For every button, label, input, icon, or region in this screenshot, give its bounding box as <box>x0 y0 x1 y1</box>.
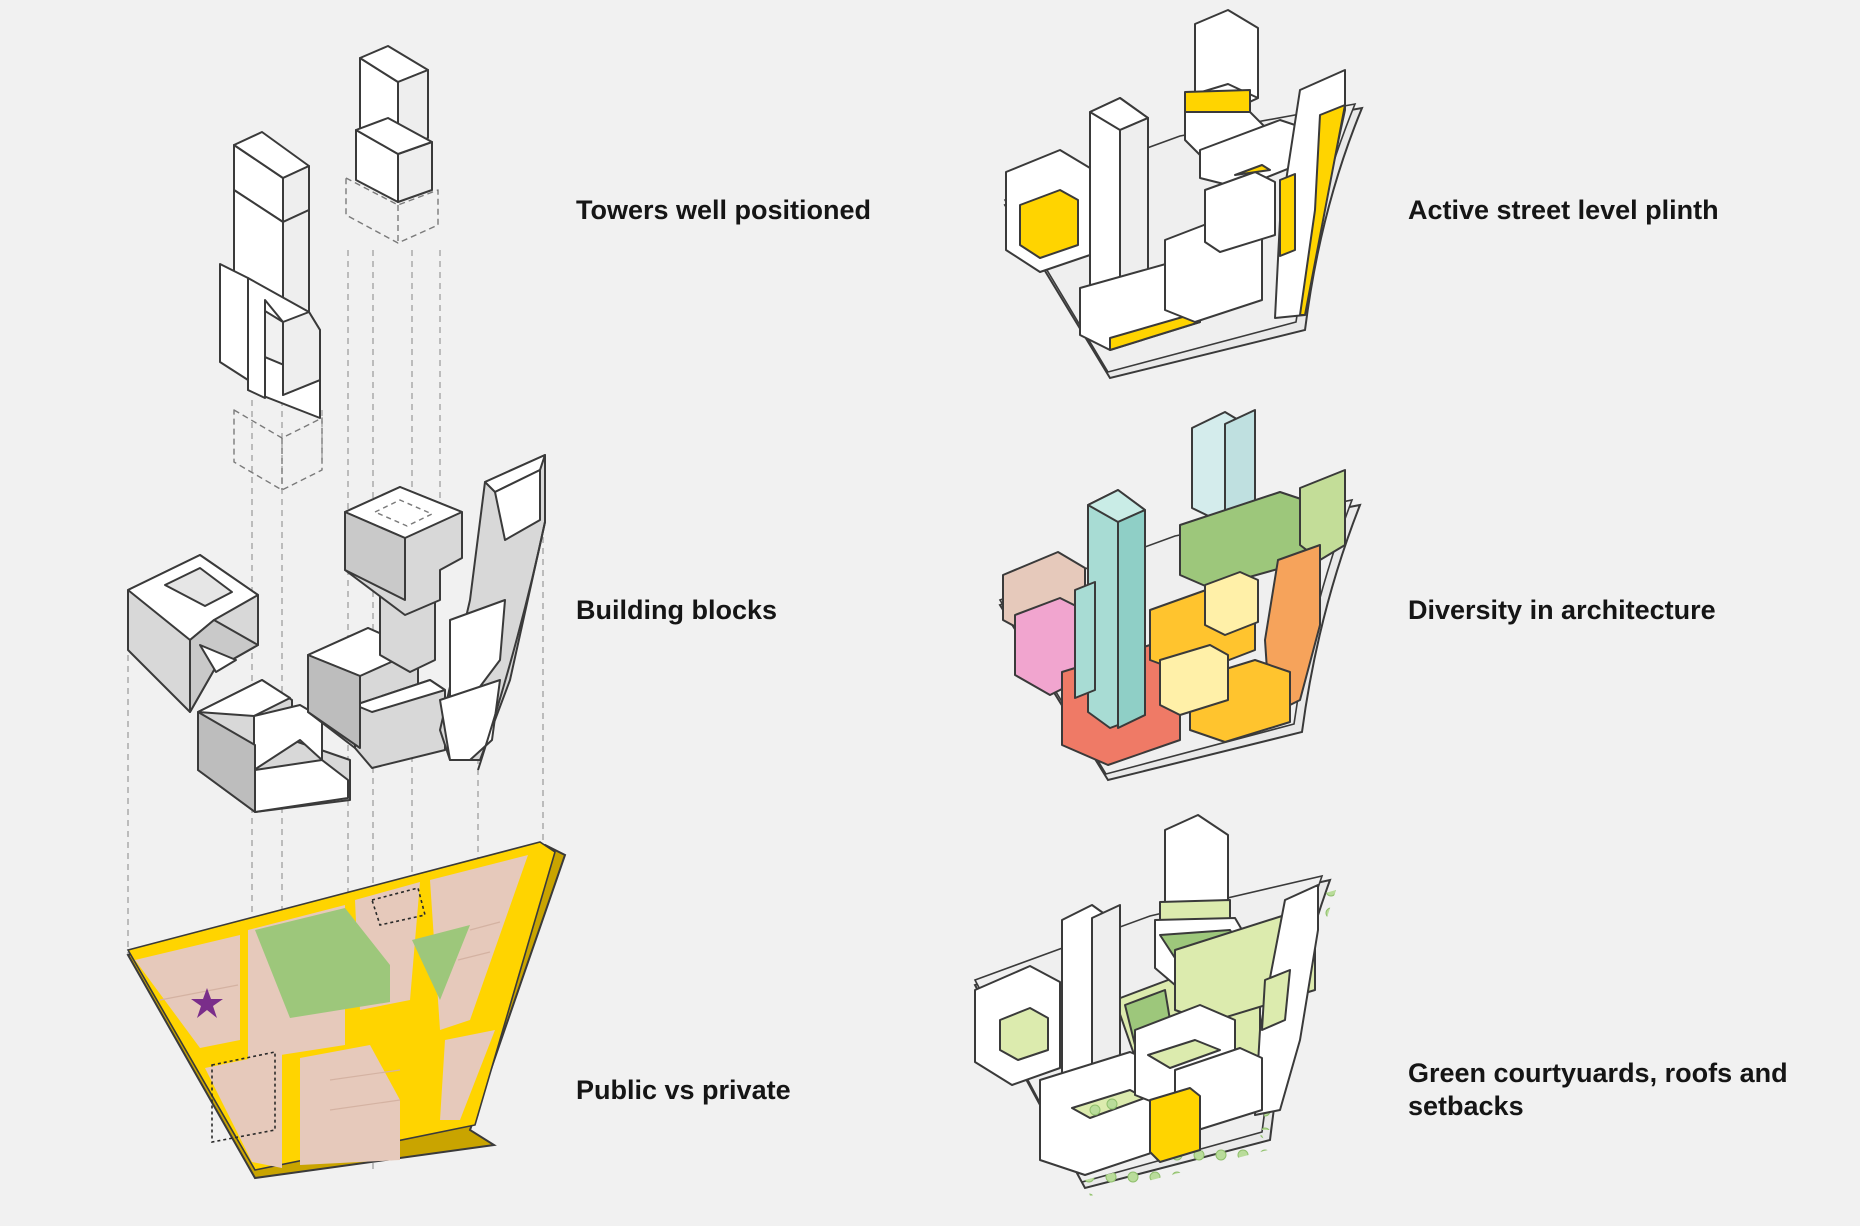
block-lower-left <box>197 679 351 813</box>
star-icon <box>191 988 223 1018</box>
caption-green-courtyards: Green courtyuards, roofs and setbacks <box>1408 1057 1788 1123</box>
private-plot-south <box>300 1045 400 1165</box>
tower-footprint-north <box>370 887 426 926</box>
exploded-axonometric <box>126 45 567 1180</box>
private-plot-southwest <box>205 1052 282 1168</box>
block-courtyard <box>127 554 259 713</box>
tower-1-footprint <box>233 409 323 491</box>
private-plot-west <box>135 935 240 1048</box>
private-plot-east <box>440 1030 495 1120</box>
tower-2 <box>355 45 433 203</box>
tower-1 <box>219 131 321 419</box>
model-green <box>973 814 1336 1196</box>
private-plot-northeast <box>430 855 528 1030</box>
caption-building-blocks: Building blocks <box>576 595 778 625</box>
green-courtyard-triangle <box>412 925 470 1000</box>
tower-2-footprint <box>345 177 439 244</box>
model-diversity <box>998 409 1362 782</box>
tower-footprint-south <box>211 1051 276 1143</box>
model-active-plinth <box>1003 9 1364 380</box>
caption-public-vs-private: Public vs private <box>576 1075 791 1105</box>
green-courtyard-large <box>255 908 390 1018</box>
caption-green-line-1: Green courtyuards, roofs and <box>1408 1058 1788 1088</box>
plot-divisions <box>159 921 501 1111</box>
block-top-right <box>344 486 463 616</box>
caption-active-street-level-plinth: Active street level plinth <box>1408 195 1719 225</box>
towers-layer <box>219 45 439 491</box>
ground-plan-layer <box>126 841 567 1180</box>
block-east-slab <box>439 454 546 771</box>
caption-green-line-2: setbacks <box>1408 1091 1524 1121</box>
tree-row-south <box>1085 1135 1268 1196</box>
caption-towers-well-positioned: Towers well positioned <box>576 195 872 225</box>
caption-diversity-in-architecture: Diversity in architecture <box>1408 595 1716 625</box>
building-blocks-layer <box>127 454 546 813</box>
